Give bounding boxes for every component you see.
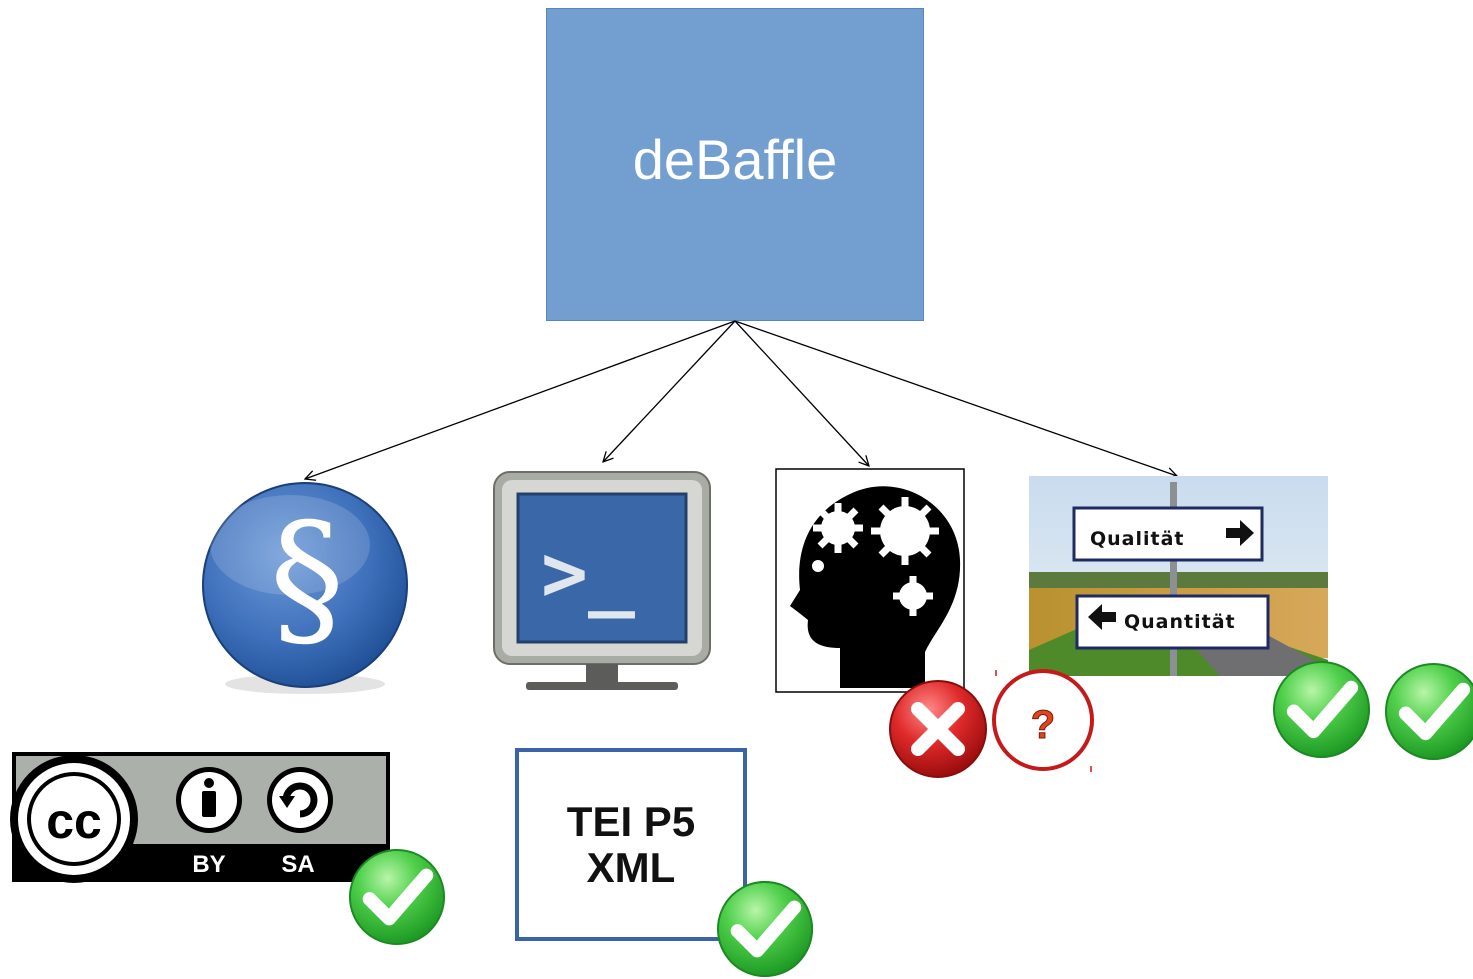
sign-top-label: Qualität xyxy=(1090,528,1185,550)
edge-root-legal xyxy=(305,320,736,479)
check-icon xyxy=(350,850,444,944)
terminal-prompt: >_ xyxy=(541,529,635,619)
cc-by-sa-icon: cc BY SA xyxy=(10,752,390,883)
edge-root-quality xyxy=(734,320,1177,476)
terminal-icon: >_ xyxy=(493,471,711,690)
signpost-photo-icon: Qualität Quantität xyxy=(1029,476,1328,676)
cross-icon xyxy=(889,680,987,778)
cc-label: cc xyxy=(46,793,102,849)
by-label: BY xyxy=(192,851,225,878)
check-icon xyxy=(1386,664,1473,759)
tei-format-box: TEI P5 XML xyxy=(515,748,747,941)
question-glyph: ? xyxy=(1031,703,1055,747)
edge-root-knowledge xyxy=(734,320,869,466)
head-gears-icon xyxy=(775,468,965,693)
paragraph-glyph: § xyxy=(270,492,345,666)
edge-root-tools xyxy=(603,320,736,462)
root-label: deBaffle xyxy=(632,128,838,191)
sa-label: SA xyxy=(281,851,314,878)
sign-bottom-label: Quantität xyxy=(1124,611,1236,633)
paragraph-sign-icon: § xyxy=(202,482,408,694)
connectors xyxy=(305,320,1177,479)
question-icon: ? xyxy=(992,669,1094,772)
check-icon xyxy=(1274,662,1369,757)
format-line-1: TEI P5 xyxy=(566,797,696,845)
format-line-2: XML xyxy=(586,843,676,891)
root-node: deBaffle xyxy=(546,8,924,321)
